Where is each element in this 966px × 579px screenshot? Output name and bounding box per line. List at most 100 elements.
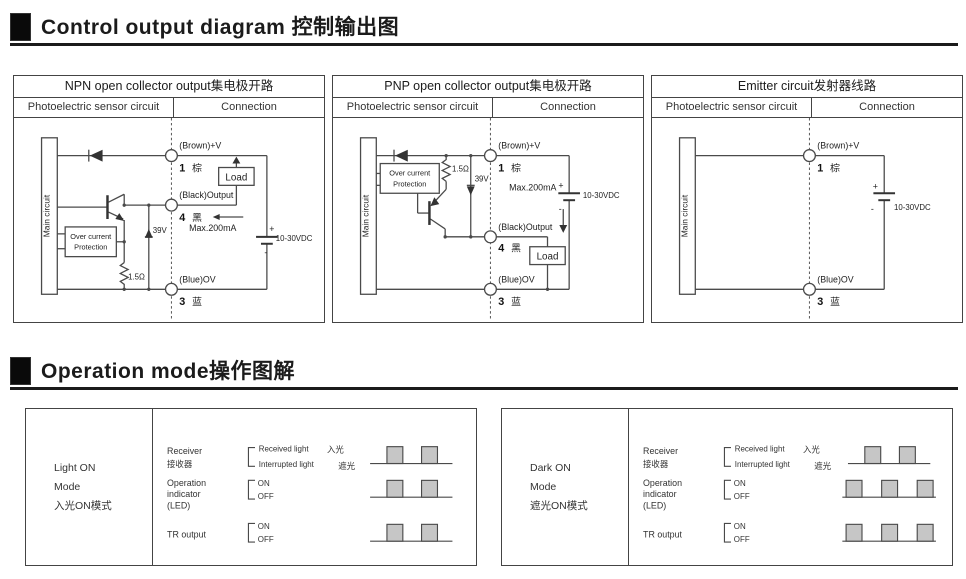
label-resistor: 1.5Ω [452, 164, 469, 173]
section-marker-square [10, 357, 31, 385]
label-plus: + [558, 180, 563, 190]
npn-panel-title: NPN open collector output集电极开路 [14, 76, 324, 98]
label-blue-cn: 蓝 [830, 296, 840, 308]
receiver-pulse [421, 446, 439, 465]
receiver-pulse [899, 446, 917, 465]
label-indicator: indicator [167, 489, 201, 499]
emitter-col-sensor-circuit: Photoelectric sensor circuit [652, 98, 813, 117]
operation-section-header: Operation mode操作图解 [10, 357, 958, 390]
tr-pulse [386, 523, 404, 542]
label-brown-v: (Brown)+V [498, 141, 540, 151]
npn-col-sensor-circuit: Photoelectric sensor circuit [14, 98, 175, 117]
label-plus: + [269, 224, 274, 234]
label-pin1: 1 [179, 162, 185, 174]
label-max-current: Max.200mA [189, 223, 236, 233]
light-on-timing-diagram: Receiver 接收器 Received light 入光 Interrupt… [167, 444, 453, 544]
label-black-output: (Black)Output [179, 190, 234, 200]
emitter-col-connection: Connection [859, 101, 915, 113]
label-receiver-cn: 接收器 [643, 459, 669, 469]
emitter-arrow [430, 197, 440, 207]
operation-mode-boxes: Light ON Mode 入光ON模式 Receiver 接收器 Receiv… [25, 408, 953, 566]
emitter-wires [678, 137, 885, 295]
pnp-panel-columns: Photoelectric sensor circuit Connection [333, 98, 643, 118]
npn-panel-columns: Photoelectric sensor circuit Connection [14, 98, 324, 118]
label-interrupted-light: Interrupted light [735, 460, 791, 469]
label-over-current-2: Protection [74, 243, 107, 252]
label-brown-cn: 棕 [511, 161, 521, 174]
pnp-panel-body: (Brown)+V 1 棕 1.5Ω Over current Protecti… [333, 118, 643, 322]
label-brown-v: (Brown)+V [179, 141, 221, 151]
bracket-led [724, 479, 732, 500]
led-pulse [421, 479, 439, 498]
mode-line-2: Mode [54, 480, 81, 493]
led-pulse [845, 479, 863, 498]
label-receiver: Receiver [167, 446, 202, 456]
label-off: OFF [258, 492, 274, 501]
load-current-arrow [559, 224, 568, 233]
light-on-mode-cell: Light ON Mode 入光ON模式 [26, 409, 154, 565]
label-blue-cn: 蓝 [511, 296, 521, 308]
mode-line-1: Light ON [54, 461, 96, 474]
zener-arrow [144, 228, 153, 238]
label-interrupted-light-cn: 遮光 [814, 461, 831, 471]
emitter-panel-columns: Photoelectric sensor circuit Connection [652, 98, 962, 118]
pnp-circuit-diagram: (Brown)+V 1 棕 1.5Ω Over current Protecti… [359, 118, 620, 321]
label-black-cn: 黑 [192, 212, 202, 224]
terminal-4 [483, 230, 497, 244]
label-resistor: 1.5Ω [128, 272, 145, 281]
bracket-tr [724, 522, 732, 543]
label-receiver: Receiver [643, 446, 678, 456]
diode-arrow [89, 149, 103, 162]
pnp-wires [359, 137, 570, 295]
label-zener: 39V [153, 226, 168, 235]
label-on: ON [258, 479, 270, 488]
label-operation: Operation [643, 478, 682, 488]
receiver-pulse [386, 446, 404, 465]
label-off: OFF [258, 535, 274, 544]
label-plus: + [873, 181, 878, 191]
label-operation: Operation [167, 478, 206, 488]
npn-col-connection: Connection [221, 101, 277, 113]
npn-wires [40, 137, 268, 295]
emitter-arrow [115, 213, 125, 221]
tr-pulse [421, 523, 439, 542]
label-brown-cn: 棕 [192, 161, 202, 174]
label-voltage: 10-30VDC [583, 191, 620, 200]
label-minus: - [559, 204, 562, 214]
emitter-circuit-diagram: (Brown)+V 1 棕 + - 10-30VDC (Blue)OV 3 蓝 … [678, 118, 931, 321]
label-on: ON [734, 522, 746, 531]
emitter-panel-title: Emitter circuit发射器线路 [652, 76, 962, 98]
control-output-panels: NPN open collector output集电极开路 Photoelec… [13, 75, 963, 323]
label-receiver-cn: 接收器 [167, 459, 193, 469]
label-zener: 39V [475, 174, 490, 183]
label-received-light: Received light [259, 444, 310, 453]
label-load: Load [537, 252, 559, 263]
load-current-arrow [232, 156, 241, 164]
tr-pulse [845, 523, 863, 542]
terminal-1 [802, 149, 816, 163]
label-on: ON [734, 479, 746, 488]
label-received-light-cn: 入光 [803, 444, 820, 454]
label-voltage: 10-30VDC [894, 203, 931, 212]
terminal-1 [164, 149, 178, 163]
npn-panel: NPN open collector output集电极开路 Photoelec… [13, 75, 325, 323]
label-over-current-1: Over current [389, 168, 430, 177]
label-main-circuit: Main circuit [41, 194, 51, 237]
terminal-3 [483, 282, 497, 296]
label-blue-ov: (Blue)OV [498, 274, 534, 284]
bracket-receiver [248, 447, 256, 467]
mode-line-1: Dark ON [530, 461, 571, 474]
label-received-light-cn: 入光 [327, 444, 344, 454]
dark-on-timing-diagram: Receiver 接收器 Received light 入光 Interrupt… [643, 444, 937, 544]
label-minus: - [264, 248, 267, 258]
label-main-circuit: Main circuit [360, 194, 370, 237]
led-pulse [386, 479, 404, 498]
mode-line-3: 遮光ON模式 [530, 499, 588, 512]
emitter-panel-body: (Brown)+V 1 棕 + - 10-30VDC (Blue)OV 3 蓝 … [652, 118, 962, 322]
npn-circuit-diagram: (Brown)+V 1 棕 (Black)Output 4 黑 Max.200m… [40, 118, 313, 321]
terminal-4 [164, 198, 178, 212]
section-marker-square [10, 13, 31, 41]
label-pin3: 3 [498, 296, 504, 308]
diode-arrow [394, 149, 408, 162]
label-on: ON [258, 522, 270, 531]
